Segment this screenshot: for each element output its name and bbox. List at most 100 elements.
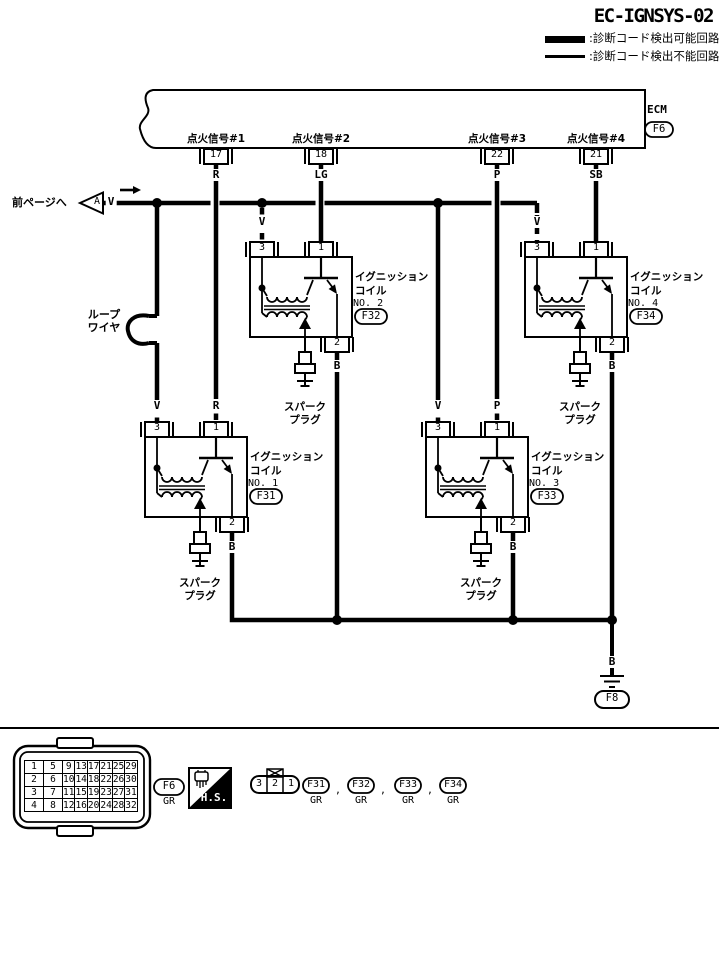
bottom-f6-color: GR	[162, 796, 176, 807]
spark-plug-1-label-1: スパーク	[179, 577, 221, 589]
ignition-coil-3-symbol	[420, 420, 531, 534]
coil1-title-2: コイル	[250, 465, 282, 477]
coil4-pin-ground: 2	[608, 337, 616, 348]
spark-plug-2-label-1: スパーク	[284, 401, 326, 413]
spark-plug-3-label-2: プラグ	[465, 590, 497, 602]
bottom-f34-id: F34	[443, 779, 463, 790]
spark-plug-1-label-2: プラグ	[184, 590, 216, 602]
pin-cell: 25	[111, 760, 126, 774]
coil1-no: NO. 1	[248, 478, 279, 489]
coil4-title-2: コイル	[630, 285, 662, 297]
spark-plug-4-label-1: スパーク	[559, 401, 601, 413]
pin-cell: 15	[74, 785, 88, 800]
pin-cell: 9	[61, 760, 76, 774]
bus-wire-color: V	[105, 195, 117, 208]
wire-color-lg: LG	[312, 168, 330, 181]
coil1-connector-id: F31	[256, 490, 276, 502]
ecm-label: ECM	[647, 103, 667, 116]
bottom-f31-id: F31	[306, 779, 326, 790]
coil2-no: NO. 2	[353, 298, 384, 309]
coil2-title-2: コイル	[355, 285, 387, 297]
coil3-title-2: コイル	[531, 465, 563, 477]
coil4-wire-ground: B	[606, 359, 618, 372]
pin-cell: 11	[61, 785, 76, 800]
ground-symbol	[594, 675, 630, 709]
ecm-pin-signal-1: 点火信号#1	[186, 133, 246, 145]
ignition-coil-1-symbol	[139, 420, 250, 534]
ecm-pin-signal-2: 点火信号#2	[291, 133, 351, 145]
coil2-connector-id: F32	[361, 310, 381, 322]
coil3-wire-signal: P	[491, 399, 503, 412]
pin-cell: 27	[111, 785, 126, 800]
loop-wire-symbol	[125, 313, 157, 346]
pin-cell: 28	[111, 798, 126, 813]
bottom-f34-color: GR	[446, 795, 460, 806]
spark-plug-2-symbol	[294, 336, 316, 387]
small-connector-pin-1: 1	[287, 778, 295, 789]
coil-connector-drawing	[250, 768, 300, 794]
hs-logo-icon	[188, 767, 232, 809]
ignition-coil-4-symbol	[519, 240, 630, 354]
spark-plug-3-label-1: スパーク	[460, 577, 502, 589]
coil1-wire-ground: B	[226, 540, 238, 553]
coil1-pin-ground: 2	[228, 517, 236, 528]
ecm-pin-signal-3: 点火信号#3	[467, 133, 527, 145]
loop-wire-label-1: ループ	[87, 308, 121, 321]
pin-cell: 4	[24, 798, 44, 813]
pin-cell: 7	[43, 785, 63, 800]
wires	[154, 165, 615, 676]
direction-arrow-head	[133, 186, 141, 194]
spark-plug-2-label-2: プラグ	[289, 414, 321, 426]
ecm-pin-number-18: 18	[314, 149, 328, 160]
pin-cell: 30	[124, 772, 138, 787]
coil3-wire-power: V	[432, 399, 444, 412]
coil2-title-1: イグニッション	[355, 271, 429, 283]
bottom-f31-color: GR	[309, 795, 323, 806]
page-title: EC-IGNSYS-02	[593, 5, 715, 27]
pin-cell: 19	[86, 785, 101, 800]
pin-cell: 17	[86, 760, 101, 774]
spark-plug-4-symbol	[569, 336, 591, 387]
legend-thin-line	[545, 55, 585, 58]
coil3-pin-ground: 2	[509, 517, 517, 528]
ecm-connector-drawing	[12, 737, 152, 837]
pin-cell: 31	[124, 785, 138, 800]
pin-cell: 5	[43, 760, 63, 774]
coil3-pin-signal: 1	[493, 422, 501, 433]
pin-cell: 1	[24, 760, 44, 774]
coil4-pin-power: 3	[533, 242, 541, 253]
ignition-coil-2-symbol	[244, 240, 355, 354]
separator-comma-1: ,	[334, 785, 342, 796]
coil2-wire-ground: B	[331, 359, 343, 372]
wire-color-sb: SB	[587, 168, 605, 181]
ecm-pin-signal-4: 点火信号#4	[566, 133, 626, 145]
coil3-title-1: イグニッション	[531, 451, 605, 463]
ecm-pin-number-21: 21	[589, 149, 603, 160]
pin-cell: 18	[86, 772, 101, 787]
pin-cell: 10	[61, 772, 76, 787]
coil1-pin-power: 3	[153, 422, 161, 433]
coil1-wire-power: V	[151, 399, 163, 412]
coil4-title-1: イグニッション	[630, 271, 704, 283]
pin-cell: 12	[61, 798, 76, 813]
coil-connector-id-ovals	[302, 777, 467, 794]
ground-wire-color: B	[606, 655, 618, 668]
coil4-no: NO. 4	[628, 298, 659, 309]
junction-dots	[152, 198, 617, 625]
pin-cell: 23	[99, 785, 113, 800]
coil2-pin-ground: 2	[333, 337, 341, 348]
coil3-pin-power: 3	[434, 422, 442, 433]
pin-cell: 24	[99, 798, 113, 813]
pin-cell: 3	[24, 785, 44, 800]
coil2-wire-power: V	[256, 215, 268, 228]
spark-plug-1-symbol	[189, 516, 211, 567]
pin-cell: 21	[99, 760, 113, 774]
coil3-no: NO. 3	[529, 478, 560, 489]
bottom-f33-id: F33	[398, 779, 418, 790]
page-ref-letter: A	[93, 196, 101, 207]
pin-cell: 14	[74, 772, 88, 787]
ecm-pin-number-17: 17	[209, 149, 223, 160]
